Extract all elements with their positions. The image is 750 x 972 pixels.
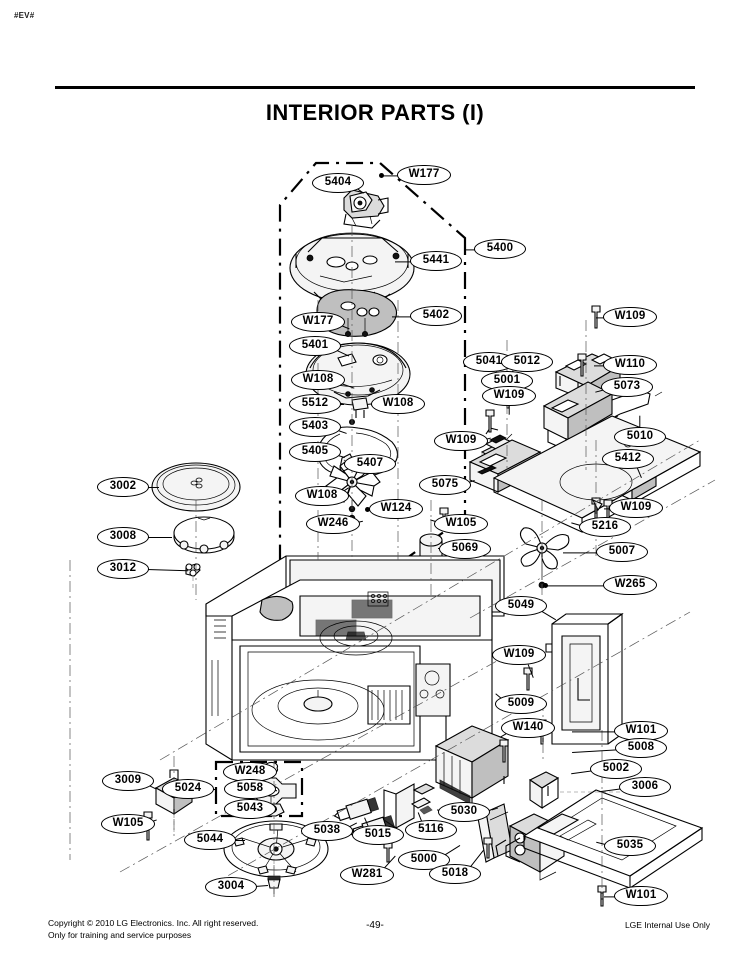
callout-5049[interactable]: 5049: [495, 596, 547, 616]
callout-3012[interactable]: 3012: [97, 559, 149, 579]
part-5401-fan-housing: [305, 342, 411, 406]
callout-5043[interactable]: 5043: [224, 799, 276, 819]
callout-w140[interactable]: W140: [501, 718, 555, 738]
callout-w177[interactable]: W177: [397, 165, 451, 185]
part-5030-5116-latch: [383, 771, 560, 829]
part-5049-side-panel: [545, 612, 624, 745]
callout-5407[interactable]: 5407: [344, 454, 396, 474]
hardware-w177-fasteners: [344, 318, 368, 337]
callout-5402[interactable]: 5402: [410, 306, 462, 326]
internal-use-note: LGE Internal Use Only: [624, 920, 710, 930]
leader-anchor-dot: [542, 582, 548, 588]
group-outline-5400: [278, 161, 467, 562]
callout-w109[interactable]: W109: [609, 498, 663, 518]
part-3008-roller-ring: [173, 516, 235, 554]
part-5007-stirrer-fan: [519, 527, 570, 589]
title-divider: [55, 86, 695, 89]
callout-5405[interactable]: 5405: [289, 442, 341, 462]
part-3004-coupler-cap: [267, 860, 281, 894]
callout-5403[interactable]: 5403: [289, 417, 341, 437]
leader-line: [545, 585, 606, 587]
callout-w109[interactable]: W109: [482, 386, 536, 406]
callout-5401[interactable]: 5401: [289, 336, 341, 356]
callout-5000[interactable]: 5000: [398, 850, 450, 870]
callout-w265[interactable]: W265: [603, 575, 657, 595]
callout-5030[interactable]: 5030: [438, 802, 490, 822]
callout-5412[interactable]: 5412: [602, 449, 654, 469]
leader-line: [146, 487, 159, 489]
callout-5216[interactable]: 5216: [579, 517, 631, 537]
callout-w246[interactable]: W246: [306, 514, 360, 534]
leader-anchor-dot: [378, 172, 384, 178]
callout-5012[interactable]: 5012: [501, 352, 553, 372]
document-code: #EV#: [14, 11, 35, 20]
callout-5073[interactable]: 5073: [601, 377, 653, 397]
part-3012-coupler: [185, 563, 201, 590]
callout-3006[interactable]: 3006: [619, 777, 671, 797]
callout-w108[interactable]: W108: [295, 486, 349, 506]
callout-w101[interactable]: W101: [614, 886, 668, 906]
leader-anchor-dot: [364, 506, 370, 512]
part-oven-cavity-assembly: [205, 555, 505, 761]
part-5008-hv-transformer: [434, 725, 510, 806]
callout-5069[interactable]: 5069: [439, 539, 491, 559]
callout-3008[interactable]: 3008: [97, 527, 149, 547]
callout-w110[interactable]: W110: [603, 355, 657, 375]
callout-5044[interactable]: 5044: [184, 830, 236, 850]
leader-line: [508, 405, 510, 415]
callout-5441[interactable]: 5441: [410, 251, 462, 271]
group-outline-5024: [214, 760, 304, 818]
part-5404-vent-damper: [343, 189, 389, 229]
callout-5009[interactable]: 5009: [495, 694, 547, 714]
callout-w101[interactable]: W101: [614, 721, 668, 741]
copyright-notice: Copyright © 2010 LG Electronics. Inc. Al…: [48, 918, 259, 940]
leader-line: [146, 537, 172, 539]
callout-w105[interactable]: W105: [434, 514, 488, 534]
callout-5002[interactable]: 5002: [590, 759, 642, 779]
callout-5058[interactable]: 5058: [224, 779, 276, 799]
callout-5018[interactable]: 5018: [429, 864, 481, 884]
callout-5512[interactable]: 5512: [289, 394, 341, 414]
callout-5010[interactable]: 5010: [614, 427, 666, 447]
part-5035-base-cover: [505, 789, 704, 889]
callout-5404[interactable]: 5404: [312, 173, 364, 193]
callout-w108[interactable]: W108: [371, 394, 425, 414]
callout-w281[interactable]: W281: [340, 865, 394, 885]
callout-5024[interactable]: 5024: [162, 779, 214, 799]
callout-5116[interactable]: 5116: [405, 820, 457, 840]
callout-w109[interactable]: W109: [603, 307, 657, 327]
callout-3004[interactable]: 3004: [205, 877, 257, 897]
callout-3002[interactable]: 3002: [97, 477, 149, 497]
leader-line: [572, 731, 617, 733]
page-number: -49-: [366, 920, 384, 931]
leader-line: [338, 404, 344, 406]
leader-line: [563, 552, 599, 554]
callout-5007[interactable]: 5007: [596, 542, 648, 562]
callout-w108[interactable]: W108: [291, 370, 345, 390]
callout-w109[interactable]: W109: [492, 645, 546, 665]
page-footer: Copyright © 2010 LG Electronics. Inc. Al…: [0, 918, 750, 958]
callout-w177[interactable]: W177: [291, 312, 345, 332]
callout-w105[interactable]: W105: [101, 814, 155, 834]
callout-5015[interactable]: 5015: [352, 825, 404, 845]
callout-5038[interactable]: 5038: [301, 821, 353, 841]
callout-5400[interactable]: 5400: [474, 239, 526, 259]
callout-5075[interactable]: 5075: [419, 475, 471, 495]
callout-5035[interactable]: 5035: [604, 836, 656, 856]
callout-3009[interactable]: 3009: [102, 771, 154, 791]
callout-5041[interactable]: 5041: [463, 352, 515, 372]
callout-w109[interactable]: W109: [434, 431, 488, 451]
page-title: INTERIOR PARTS (I): [265, 100, 485, 125]
leader-line: [233, 840, 245, 842]
callout-w124[interactable]: W124: [369, 499, 423, 519]
callout-5008[interactable]: 5008: [615, 738, 667, 758]
